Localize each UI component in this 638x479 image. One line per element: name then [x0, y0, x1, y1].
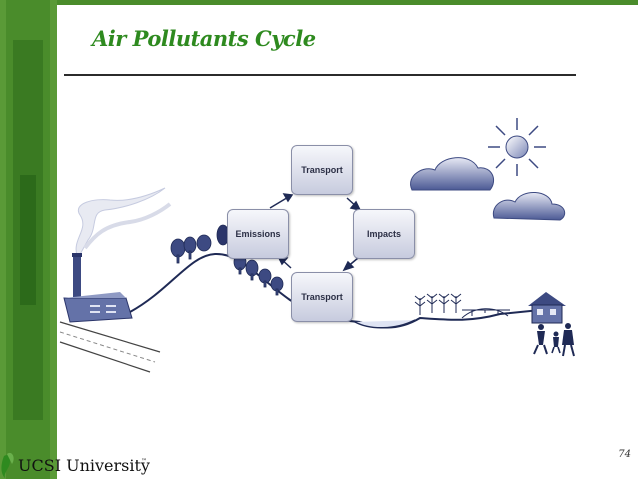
cloud-icon [410, 157, 566, 221]
people-icon [533, 323, 575, 357]
logo-text: UCSI University [18, 456, 150, 475]
house-icon [528, 292, 566, 324]
transport-top-node: Transport [291, 145, 353, 195]
trees-icon [170, 224, 284, 296]
bridge-icon [461, 308, 510, 319]
impacts-node: Impacts [353, 209, 415, 259]
pollutant-cycle-illustration [59, 118, 575, 373]
page-number: 74 [618, 449, 631, 460]
transport-bottom-node: Transport [291, 272, 353, 322]
sidebar-decoration [0, 0, 57, 479]
sun-icon [488, 118, 546, 176]
university-logo [1, 452, 14, 478]
page-title: Air Pollutants Cycle [92, 26, 316, 51]
emissions-node: Emissions [227, 209, 289, 259]
reeds-icon [414, 293, 462, 315]
title-divider [64, 74, 576, 76]
top-border [57, 0, 638, 5]
factory-icon [63, 187, 172, 323]
logo-trademark: ™ [141, 458, 147, 465]
